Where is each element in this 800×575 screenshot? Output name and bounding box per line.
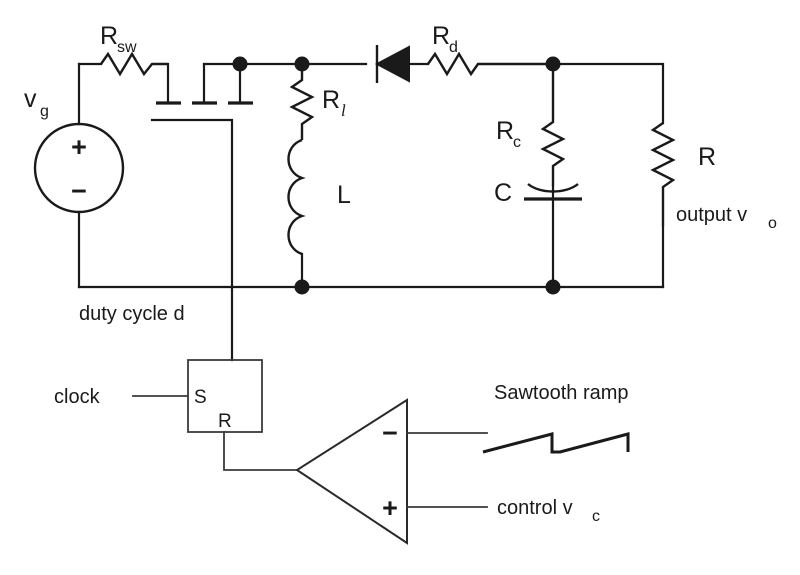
label-comparator-plus: + [382,493,398,523]
label-output-sub: o [768,215,777,232]
label-output-text: output v [676,204,747,226]
label-rl-sub: l [341,101,346,120]
label-inductor: L [337,181,351,209]
node-inductor-bottom [294,279,310,295]
label-source-name: v [24,85,37,113]
label-rc-sub: c [513,134,521,151]
label-load-resistor: R [698,143,716,171]
label-flipflop-reset-pin: R [218,411,232,432]
resistor-rd [427,51,553,77]
resistor-load [650,122,676,226]
label-source-plus: + [71,132,87,162]
wire-flipflop-to-comparator [223,431,298,471]
wire-gate-control [150,118,234,289]
resistor-rc [540,64,566,186]
label-rsw-sub: sw [117,39,137,56]
label-control-sub: c [592,508,600,525]
label-flipflop-set-pin: S [194,387,207,408]
wire-rail-to-load [551,62,665,125]
comparator-triangle [295,398,408,545]
sawtooth-waveform [482,432,630,454]
label-rsw-name: R [100,22,118,50]
node-capacitor-bottom [545,279,561,295]
label-rc-name: R [496,117,514,145]
label-source-minus: − [71,176,87,206]
resistor-rl [289,64,315,140]
inductor-l [287,138,306,256]
label-comparator-minus: − [382,418,398,448]
resistor-rsw [100,51,168,77]
label-sawtooth: Sawtooth ramp [494,382,629,404]
diode-triangle [374,45,410,83]
label-rl-name: R [322,86,340,114]
label-clock: clock [54,386,101,408]
label-control-text: control v [497,497,573,519]
label-rd-sub: d [449,39,458,56]
label-source-sub: g [40,103,49,120]
label-capacitor: C [494,179,512,207]
label-rd-name: R [432,22,450,50]
label-duty-cycle: duty cycle d [79,303,185,325]
